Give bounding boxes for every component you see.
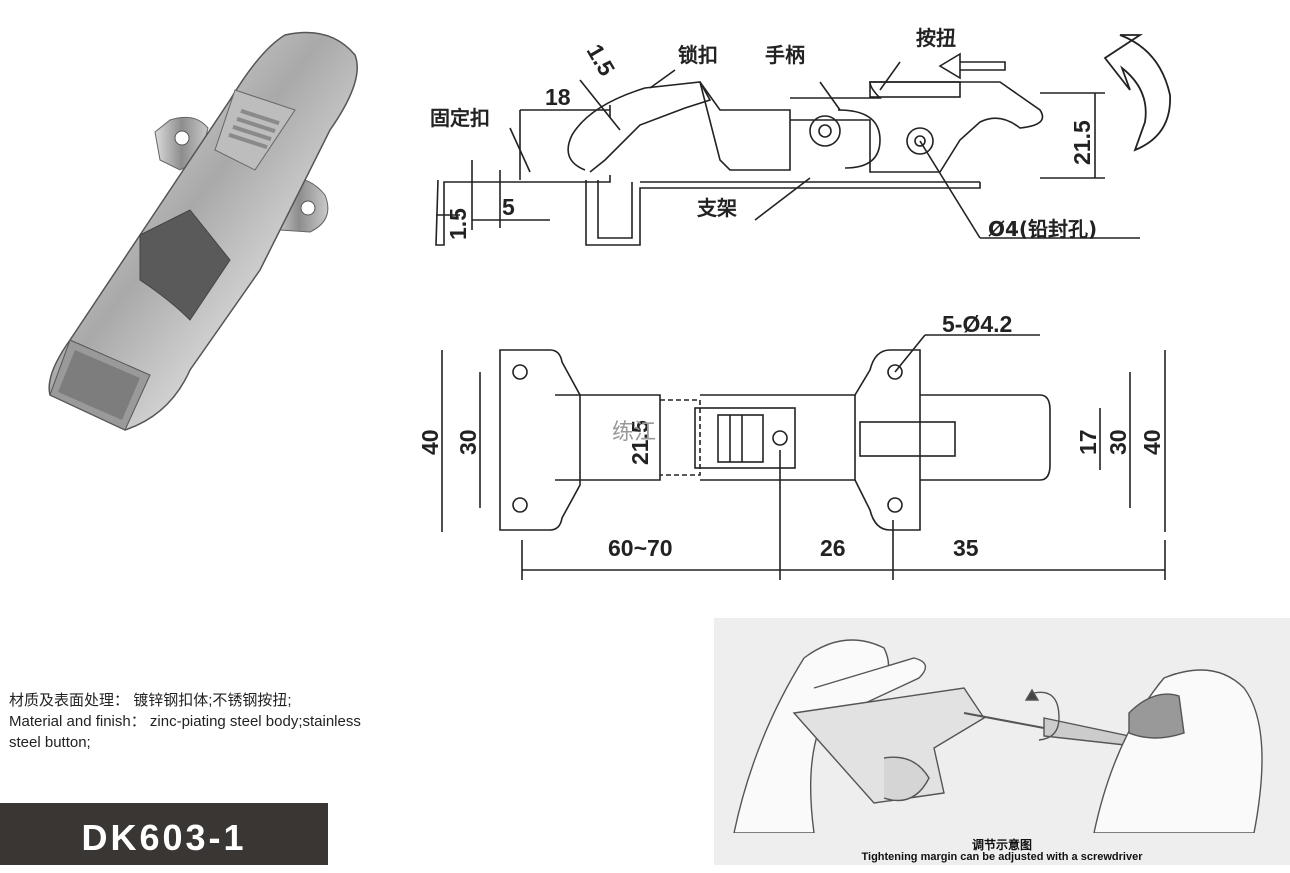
label-handle: 手柄 bbox=[765, 43, 805, 67]
model-badge bbox=[0, 803, 328, 865]
dim-top-len-3: 35 bbox=[953, 535, 979, 561]
model-number: DK603-1 bbox=[81, 817, 247, 858]
dim-side-5: 1.5 bbox=[445, 208, 471, 240]
dim-top-30-left: 30 bbox=[455, 429, 481, 455]
lock-buckle-outline bbox=[567, 81, 712, 173]
dim-top-17: 17 bbox=[1075, 429, 1101, 455]
dim-top-center: 21.5 bbox=[627, 420, 653, 465]
dim-side-1: 1.5 bbox=[582, 40, 621, 81]
material-cn-label: 材质及表面处理： bbox=[9, 692, 130, 709]
fixed-buckle-outline bbox=[435, 175, 611, 246]
dim-side-4: 5 bbox=[502, 194, 515, 220]
material-cn-value: 镀锌钢扣体;不锈钢按扭; bbox=[133, 692, 292, 709]
handle-outline bbox=[790, 81, 1044, 173]
label-seal-hole: Ø4(铅封孔) bbox=[988, 217, 1097, 241]
label-fixed-buckle: 固定扣 bbox=[430, 106, 490, 130]
dim-side-3: 21.5 bbox=[1069, 120, 1095, 165]
technical-drawing: 锁扣 手柄 按扭 固定扣 支架 Ø4(铅封孔) 1.5 18 21.5 5 1.… bbox=[417, 26, 1171, 580]
button-top bbox=[859, 421, 956, 457]
illustration-caption-cn: 调节示意图 bbox=[971, 838, 1032, 852]
watermark: 练江 bbox=[612, 420, 657, 445]
material-description: 材质及表面处理： 镀锌钢扣体;不锈钢按扭; Material and finis… bbox=[9, 690, 449, 753]
right-hand bbox=[1093, 669, 1263, 833]
dim-side-2: 18 bbox=[545, 84, 571, 110]
dim-top-40-left: 40 bbox=[417, 429, 443, 455]
material-en-line2: steel button; bbox=[9, 734, 91, 751]
button-outline bbox=[869, 81, 961, 98]
dim-top-40-right: 40 bbox=[1139, 429, 1165, 455]
mount-plate-left bbox=[499, 349, 581, 531]
bracket-outline bbox=[585, 180, 900, 246]
product-photo bbox=[48, 31, 358, 431]
dim-top-len-2: 26 bbox=[820, 535, 846, 561]
illustration-caption-en: Tightening margin can be adjusted with a… bbox=[861, 851, 1143, 863]
latch-body bbox=[48, 31, 358, 431]
label-button: 按扭 bbox=[916, 26, 956, 50]
hands-screwdriver-drawing bbox=[733, 639, 1263, 833]
material-en-line1: Material and finish： zinc-piating steel … bbox=[9, 713, 361, 730]
handle-top bbox=[920, 394, 1051, 481]
label-bracket: 支架 bbox=[697, 196, 737, 220]
dim-top-len-1: 60~70 bbox=[608, 535, 673, 561]
label-holes: 5-Ø4.2 bbox=[942, 311, 1012, 337]
label-lock-buckle: 锁扣 bbox=[678, 43, 718, 67]
dim-top-30-right: 30 bbox=[1105, 429, 1131, 455]
